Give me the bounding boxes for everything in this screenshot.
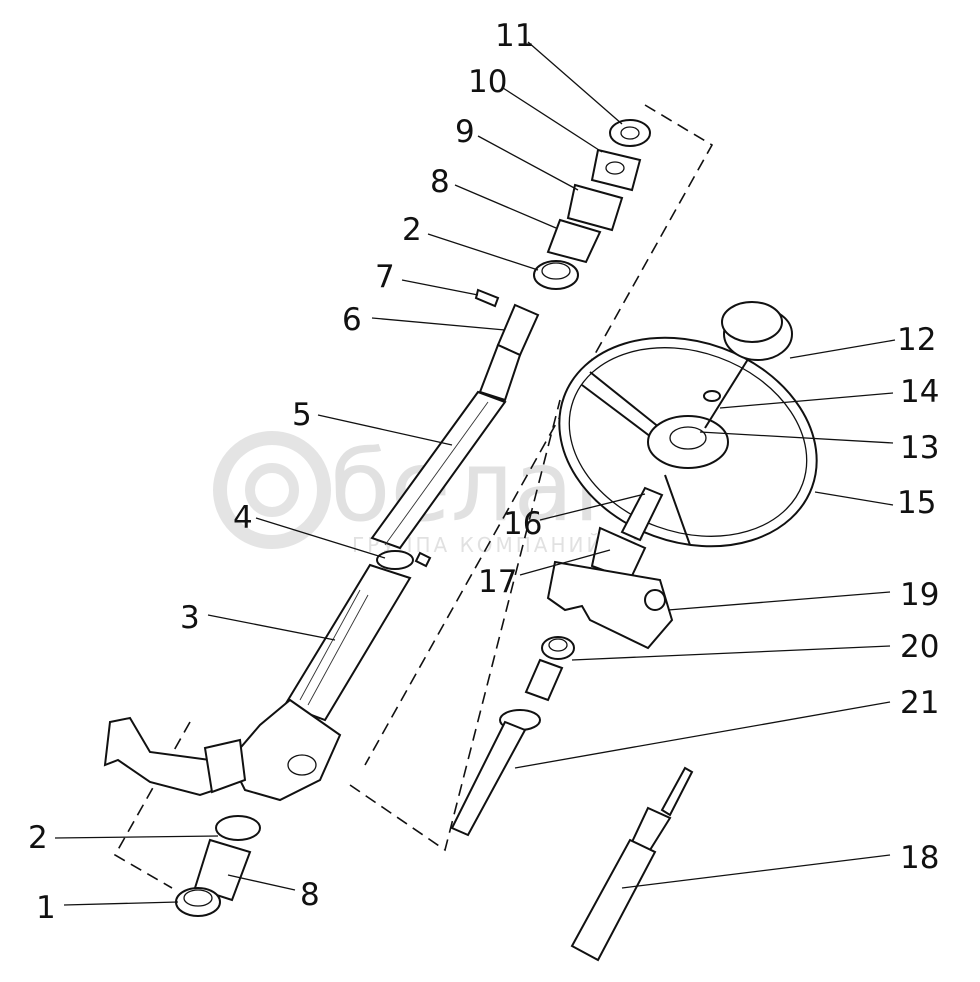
callout-5: 5	[292, 397, 312, 433]
column-head-assembly	[450, 486, 694, 962]
part-21-coupling	[524, 658, 564, 702]
wheel-spoke-1	[589, 371, 661, 429]
callout-12: 12	[897, 322, 936, 358]
steering-wheel-assembly	[558, 301, 818, 548]
mounting-flange	[203, 738, 247, 794]
callout-11: 11	[495, 18, 534, 54]
part-21-shaft	[450, 720, 527, 837]
callout-9: 9	[455, 114, 475, 150]
callout-18: 18	[900, 840, 939, 876]
callout-2-lower: 2	[28, 820, 48, 856]
part-4-key	[414, 551, 432, 568]
part-9-clamp	[566, 183, 624, 232]
callout-13: 13	[900, 430, 939, 466]
part-18-handle	[570, 838, 657, 962]
callout-7: 7	[375, 259, 395, 295]
part-8-upper-bushing	[546, 218, 602, 264]
part-2-lower-ring	[215, 815, 261, 841]
part-3-column-tube	[283, 563, 412, 722]
callout-4: 4	[233, 500, 253, 536]
watermark-logo-icon	[213, 431, 331, 549]
part-8-lower-bushing	[193, 838, 252, 902]
part-14-washer	[703, 390, 721, 402]
part-2-upper-ring	[533, 260, 579, 290]
callout-6: 6	[342, 302, 362, 338]
wheel-spoke-3	[664, 474, 691, 546]
part-20-ring	[541, 636, 575, 660]
dashed-group-outline-upper	[364, 104, 714, 766]
part-19-housing	[546, 560, 674, 650]
callout-14: 14	[900, 374, 939, 410]
callout-3: 3	[180, 600, 200, 636]
leader-lines	[54, 41, 896, 906]
dashed-group-outline-lower	[349, 399, 561, 852]
callout-1: 1	[36, 890, 56, 926]
callout-labels: 11 10 9 8 2 7 6 5 4 3 2 1 8 12 14 13 15 …	[28, 18, 939, 926]
callout-17: 17	[478, 564, 517, 600]
callout-19: 19	[900, 577, 939, 613]
steering-column-assembly	[103, 119, 651, 917]
callout-21: 21	[900, 685, 939, 721]
part-10-fork	[590, 148, 642, 192]
part-4-collar	[376, 550, 414, 570]
part-11-nut	[609, 119, 651, 147]
callout-8-upper: 8	[430, 164, 450, 200]
part-16-spline	[620, 486, 664, 542]
callout-16: 16	[503, 506, 542, 542]
callout-8-lower: 8	[300, 877, 320, 913]
callout-10: 10	[468, 64, 507, 100]
callout-15: 15	[897, 485, 936, 521]
dashed-group-outline-left	[113, 721, 191, 889]
shaft-upper-segment	[478, 343, 522, 402]
callout-20: 20	[900, 629, 939, 665]
wheel-spoke-2	[581, 384, 656, 441]
part-13-hub	[647, 415, 729, 469]
column-bracket	[228, 698, 342, 802]
part-1-end-cap	[175, 887, 221, 917]
part-18-tip	[660, 766, 694, 817]
mounting-plate	[103, 716, 217, 797]
part-7-pin	[474, 288, 500, 308]
callout-2-upper: 2	[402, 212, 422, 248]
